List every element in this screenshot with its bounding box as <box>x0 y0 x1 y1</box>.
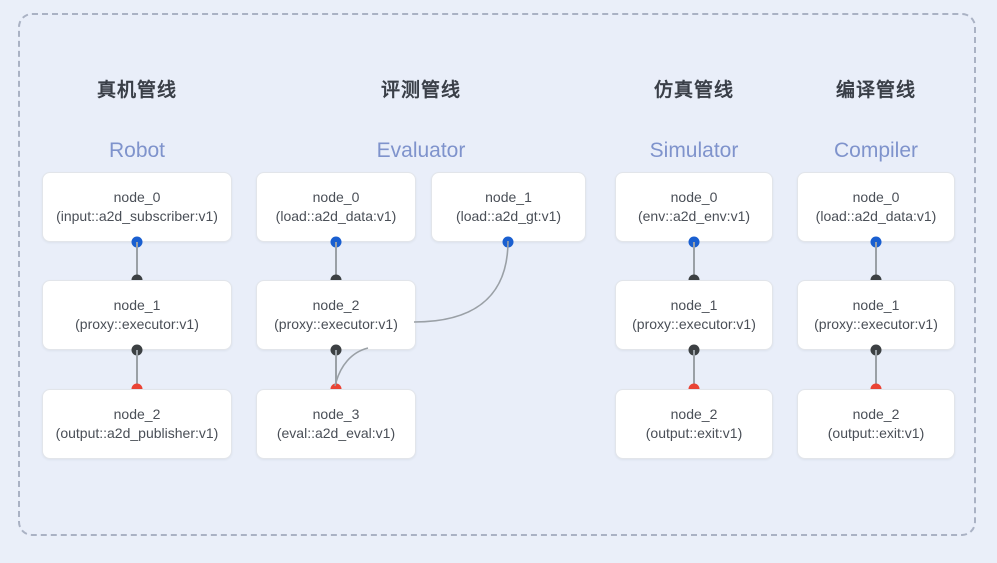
node-spec: (env::a2d_env:v1) <box>637 208 751 224</box>
node-box[interactable]: node_0 (input::a2d_subscriber:v1) <box>42 172 232 242</box>
node-spec: (proxy::executor:v1) <box>814 316 938 332</box>
node-spec: (load::a2d_data:v1) <box>815 208 937 224</box>
pipeline-diagram-frame: 真机管线 Robot node_0 (input::a2d_subscriber… <box>18 13 976 536</box>
node-name: node_1 <box>113 297 161 313</box>
column-title-evaluator: 评测管线 <box>380 80 461 101</box>
node-spec: (output::a2d_publisher:v1) <box>55 425 219 441</box>
node-box[interactable]: node_2 (output::exit:v1) <box>797 389 955 459</box>
node-box-ground-truth[interactable]: node_1 (load::a2d_gt:v1) <box>431 172 586 242</box>
column-title-simulator: 仿真管线 <box>653 80 734 101</box>
edge-segment <box>693 350 695 389</box>
node-name: node_2 <box>113 406 161 422</box>
node-box[interactable]: node_1 (proxy::executor:v1) <box>797 280 955 350</box>
column-title-compiler: 编译管线 <box>835 80 916 101</box>
edge-segment <box>335 242 337 280</box>
node-spec: (load::a2d_data:v1) <box>275 208 397 224</box>
node-name: node_1 <box>485 189 532 205</box>
node-box[interactable]: node_3 (eval::a2d_eval:v1) <box>256 389 416 459</box>
pipeline-column-simulator: 仿真管线 Simulator node_0 (env::a2d_env:v1) … <box>615 15 773 538</box>
edge-segment <box>875 350 877 389</box>
node-name: node_0 <box>852 189 900 205</box>
node-spec: (load::a2d_gt:v1) <box>455 208 562 224</box>
edge-segment <box>136 242 138 280</box>
node-port-input[interactable] <box>502 236 514 248</box>
node-name: node_2 <box>670 406 718 422</box>
column-subtitle-robot: Robot <box>108 139 166 162</box>
node-box[interactable]: node_2 (output::exit:v1) <box>615 389 773 459</box>
node-box[interactable]: node_1 (proxy::executor:v1) <box>42 280 232 350</box>
node-spec: (input::a2d_subscriber:v1) <box>56 208 218 224</box>
column-subtitle-evaluator: Evaluator <box>376 139 466 162</box>
edge-segment <box>693 242 695 280</box>
node-spec: (output::exit:v1) <box>645 425 743 441</box>
node-name: node_3 <box>312 406 360 422</box>
node-spec: (proxy::executor:v1) <box>75 316 199 332</box>
node-box[interactable]: node_2 (output::a2d_publisher:v1) <box>42 389 232 459</box>
edge-segment <box>875 242 877 280</box>
column-subtitle-compiler: Compiler <box>833 139 919 162</box>
node-box[interactable]: node_0 (load::a2d_data:v1) <box>256 172 416 242</box>
node-spec: (proxy::executor:v1) <box>632 316 756 332</box>
node-name: node_1 <box>670 297 718 313</box>
edge-segment <box>136 350 138 389</box>
node-name: node_0 <box>312 189 360 205</box>
node-name: node_2 <box>312 297 360 313</box>
node-box[interactable]: node_1 (proxy::executor:v1) <box>615 280 773 350</box>
node-box[interactable]: node_0 (env::a2d_env:v1) <box>615 172 773 242</box>
node-box[interactable]: node_0 (load::a2d_data:v1) <box>797 172 955 242</box>
pipeline-column-robot: 真机管线 Robot node_0 (input::a2d_subscriber… <box>42 15 232 538</box>
node-spec: (output::exit:v1) <box>827 425 925 441</box>
node-spec: (eval::a2d_eval:v1) <box>276 425 396 441</box>
pipeline-column-compiler: 编译管线 Compiler node_0 (load::a2d_data:v1)… <box>797 15 955 538</box>
pipeline-column-evaluator: 评测管线 Evaluator node_0 (load::a2d_data:v1… <box>256 15 586 538</box>
node-box[interactable]: node_2 (proxy::executor:v1) <box>256 280 416 350</box>
node-name: node_0 <box>113 189 161 205</box>
column-title-robot: 真机管线 <box>96 80 177 101</box>
column-subtitle-simulator: Simulator <box>649 139 739 162</box>
node-name: node_2 <box>852 406 900 422</box>
node-spec: (proxy::executor:v1) <box>274 316 398 332</box>
node-name: node_0 <box>670 189 718 205</box>
node-name: node_1 <box>852 297 900 313</box>
